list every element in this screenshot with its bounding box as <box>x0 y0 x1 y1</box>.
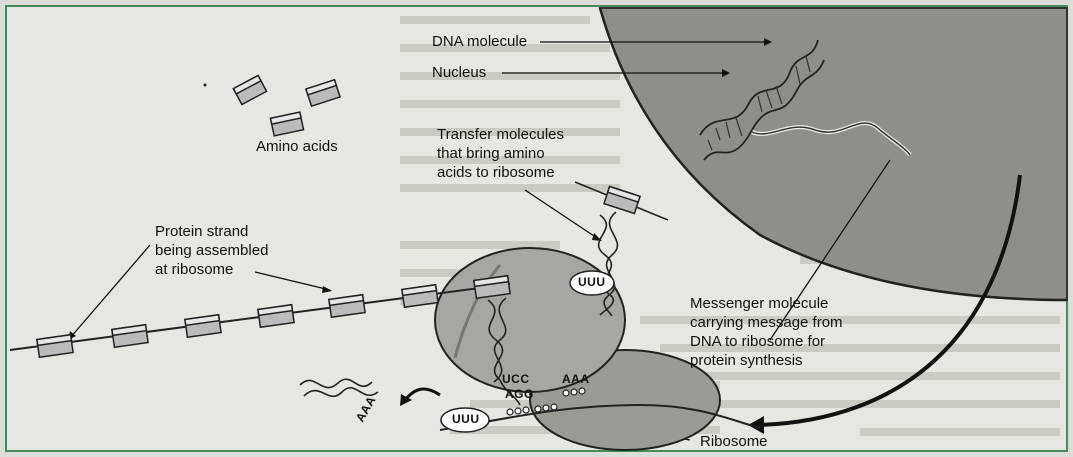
label-protein-strand: Protein strand being assembled at riboso… <box>155 222 268 279</box>
codon-uuu-left: UUU <box>452 412 480 426</box>
codon-ucc: UCC <box>502 372 530 386</box>
label-ribosome: Ribosome <box>700 432 768 451</box>
label-messenger-molecule: Messenger molecule carrying message from… <box>690 294 843 370</box>
label-amino-acids: Amino acids <box>256 137 338 156</box>
label-nucleus: Nucleus <box>432 63 486 82</box>
label-transfer-molecules: Transfer molecules that bring amino acid… <box>437 125 564 182</box>
codon-agg: AGG <box>505 387 534 401</box>
label-dna-molecule: DNA molecule <box>432 32 527 51</box>
codon-aaa-mid: AAA <box>562 372 590 386</box>
codon-uuu-top: UUU <box>578 275 606 289</box>
